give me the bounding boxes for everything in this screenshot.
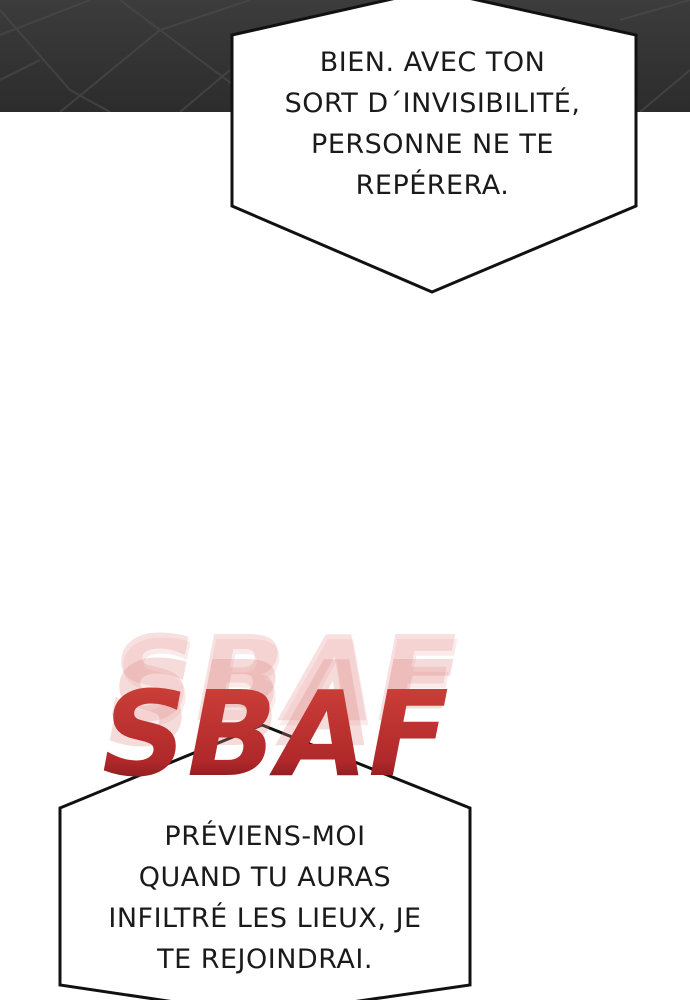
dark-panel-texture [0,0,690,112]
speech-line: REPÉRERA. [355,170,510,201]
speech-line: INFILTRÉ LES LIEUX, JE [108,903,422,934]
speech-text-top: BIEN. AVEC TON SORT D´INVISIBILITÉ, PERS… [250,42,615,206]
sfx-ghost-1: SBAF [112,615,459,753]
sfx-ghost-3: SBAF [108,635,455,773]
speech-line: TE REJOINDRAI. [157,944,373,975]
speech-bubble-bottom [58,723,472,1000]
speech-text-bottom: PRÉVIENS-MOI QUAND TU AURAS INFILTRÉ LES… [75,816,455,980]
sfx-main: SBAF [102,665,449,803]
speech-line: QUAND TU AURAS [138,862,392,893]
speech-line: BIEN. AVEC TON [319,47,546,78]
speech-line: PRÉVIENS-MOI [164,821,366,852]
speech-bubble-top [230,0,638,294]
sfx-sbaf: SBAF SBAF SBAF SBAF [102,610,459,803]
speech-line: SORT D´INVISIBILITÉ, [284,88,581,119]
sfx-ghost-2: SBAF [110,610,457,748]
speech-line: PERSONNE NE TE [311,129,554,160]
